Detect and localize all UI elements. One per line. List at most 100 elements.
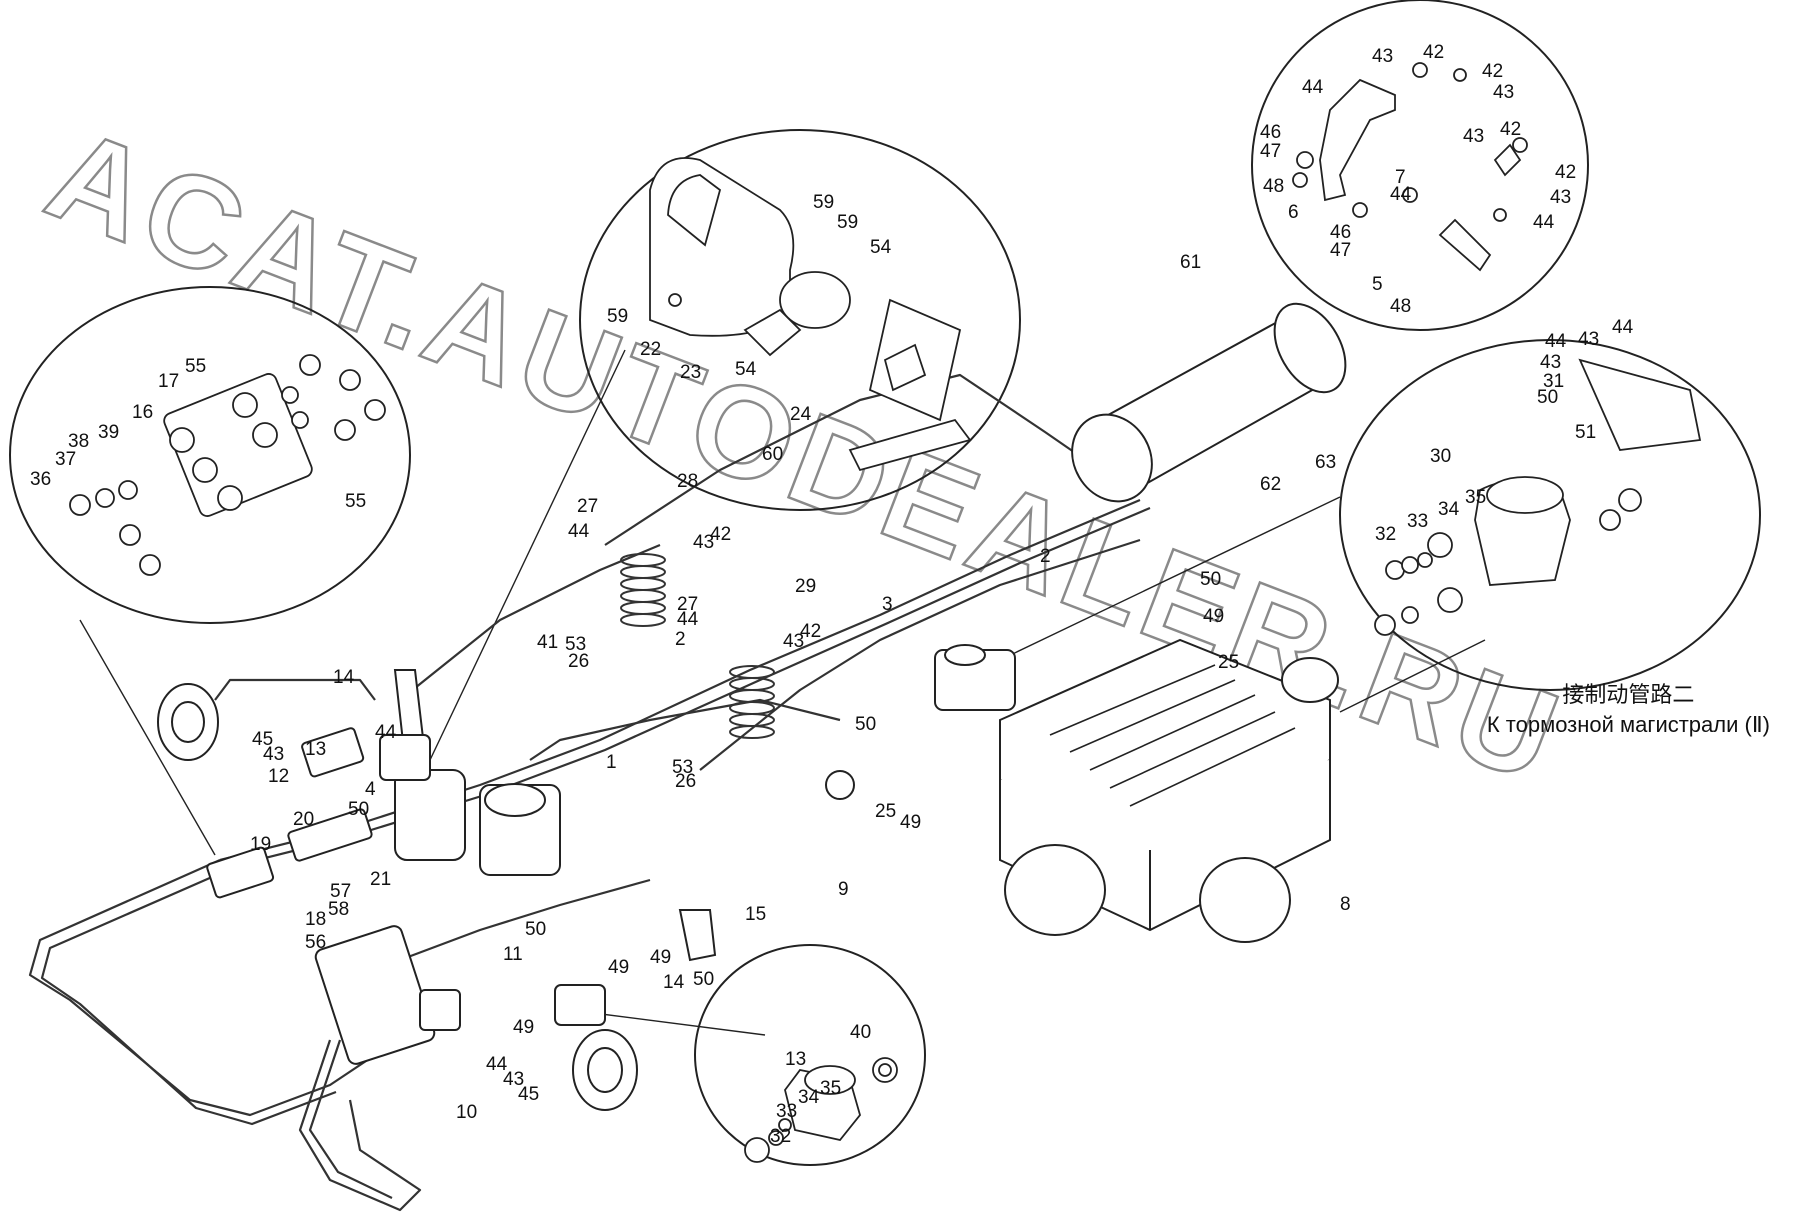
callout-43e: 43 — [1578, 329, 1599, 350]
callout-49: 49 — [1203, 606, 1224, 627]
callout-19: 19 — [250, 834, 271, 855]
battery-box — [999, 638, 1339, 943]
callout-33b: 33 — [776, 1101, 797, 1122]
callout-42b: 42 — [1482, 61, 1503, 82]
callout-44c: 44 — [1533, 212, 1555, 233]
callout-1: 1 — [606, 752, 617, 773]
callout-24: 24 — [790, 404, 812, 425]
callout-48: 48 — [1263, 176, 1284, 197]
brake-line-note: 接制动管路二 К тормозной магистрали (Ⅱ) — [1487, 680, 1770, 740]
callout-58: 58 — [328, 899, 349, 920]
callout-32: 32 — [1375, 524, 1396, 545]
callout-27: 27 — [577, 496, 598, 517]
callout-43f: 43 — [1540, 352, 1561, 373]
callout-2b: 2 — [675, 629, 686, 650]
callout-7: 7 — [1395, 167, 1406, 188]
callout-42e: 42 — [710, 524, 731, 545]
callout-42: 42 — [1423, 42, 1444, 63]
callout-43c: 43 — [1463, 126, 1484, 147]
callout-45b: 45 — [518, 1084, 539, 1105]
callout-38: 38 — [68, 431, 89, 452]
note-chinese: 接制动管路二 — [1562, 682, 1695, 707]
callout-3: 3 — [882, 594, 893, 615]
callout-33: 33 — [1407, 511, 1428, 532]
callout-47: 47 — [1260, 141, 1281, 162]
callout-42c: 42 — [1500, 119, 1521, 140]
callout-44h: 44 — [375, 722, 397, 743]
callout-44b: 44 — [1390, 184, 1412, 205]
callout-22: 22 — [640, 339, 661, 360]
compressor — [394, 769, 561, 876]
callout-30: 30 — [1430, 446, 1451, 467]
callout-8: 8 — [1340, 894, 1351, 915]
pipe-to-bottom — [399, 878, 651, 962]
callout-25: 25 — [1218, 652, 1239, 673]
callout-44d: 44 — [1612, 317, 1634, 338]
callout-61: 61 — [1180, 252, 1201, 273]
brackets-detail — [1292, 62, 1528, 272]
callout-25b: 25 — [875, 801, 896, 822]
callout-35: 35 — [1465, 487, 1486, 508]
callout-14b: 14 — [663, 972, 685, 993]
brake-valve-10 — [314, 925, 461, 1065]
detail-circle-manifold — [9, 286, 411, 624]
pipe-bottom-bundle — [298, 1039, 422, 1212]
callout-6: 6 — [1288, 202, 1299, 223]
callout-16: 16 — [132, 402, 153, 423]
callout-18: 18 — [305, 909, 326, 930]
callout-29: 29 — [795, 576, 816, 597]
detail-circle-relay-valve — [1339, 339, 1761, 691]
callout-9: 9 — [838, 879, 849, 900]
callout-13b: 13 — [785, 1049, 806, 1070]
callout-34b: 34 — [798, 1087, 820, 1108]
callout-43d: 43 — [1550, 187, 1571, 208]
pipe-front-left — [214, 678, 376, 701]
pipe-long-loop-2 — [40, 868, 337, 1126]
callout-55b: 55 — [345, 491, 366, 512]
callout-26: 26 — [568, 651, 589, 672]
callout-55: 55 — [185, 356, 206, 377]
callout-46: 46 — [1260, 122, 1281, 143]
detail-circle-hand-valve — [579, 129, 1021, 511]
callout-4: 4 — [365, 779, 376, 800]
callout-44: 44 — [1302, 77, 1324, 98]
callout-43g: 43 — [693, 532, 714, 553]
callout-50b: 50 — [1200, 569, 1221, 590]
manifold-main — [206, 727, 373, 899]
callout-63: 63 — [1315, 452, 1336, 473]
valve-bracket-main — [379, 669, 431, 781]
callout-14: 14 — [333, 667, 355, 688]
callout-5: 5 — [1372, 274, 1383, 295]
detail-circle-brackets — [1251, 0, 1589, 331]
callout-43b: 43 — [1493, 82, 1514, 103]
callout-49e: 49 — [513, 1017, 534, 1038]
callout-54b: 54 — [735, 359, 757, 380]
callout-42d: 42 — [1555, 162, 1576, 183]
callout-21: 21 — [370, 869, 391, 890]
callout-36: 36 — [30, 469, 51, 490]
hand-valve-detail — [649, 157, 972, 472]
callout-42f: 42 — [800, 621, 821, 642]
callout-50f: 50 — [693, 969, 714, 990]
callout-44g: 44 — [677, 609, 699, 630]
callout-12: 12 — [268, 766, 289, 787]
manifold-detail — [69, 354, 386, 576]
callout-13: 13 — [305, 739, 326, 760]
callout-48b: 48 — [1390, 296, 1411, 317]
quick-release-valve-main — [554, 770, 855, 1026]
callout-27b: 27 — [677, 594, 698, 615]
callout-11: 11 — [503, 944, 523, 965]
callout-62: 62 — [1260, 474, 1281, 495]
callout-49c: 49 — [608, 957, 629, 978]
detail-circle-quick-release — [694, 944, 926, 1166]
callout-45: 45 — [252, 729, 273, 750]
callout-10: 10 — [456, 1102, 477, 1123]
callout-50c: 50 — [855, 714, 876, 735]
callout-43j: 43 — [503, 1069, 524, 1090]
callout-53: 53 — [565, 634, 586, 655]
callout-56: 56 — [305, 932, 326, 953]
callout-35b: 35 — [820, 1078, 841, 1099]
coil-upper — [620, 553, 666, 627]
pipe-41 — [399, 543, 661, 701]
